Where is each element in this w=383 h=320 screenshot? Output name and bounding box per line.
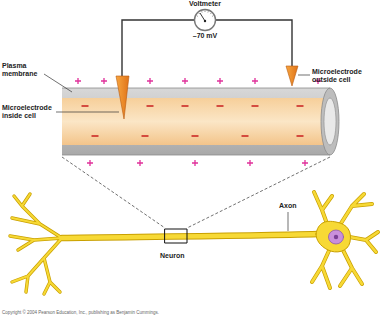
leader-line [288, 212, 289, 231]
negative-charge [142, 135, 149, 137]
negative-charge [192, 135, 199, 137]
voltage-reading: –70 mV [193, 32, 218, 40]
negative-charge [297, 135, 304, 137]
microelectrode [286, 66, 298, 86]
negative-charge [92, 135, 99, 137]
voltmeter: Voltmeter –70 mV [189, 0, 221, 41]
leader-line [44, 74, 72, 92]
positive-charge [247, 160, 253, 166]
microelectrode [116, 76, 129, 119]
copyright-note: Copyright © 2004 Pearson Education, Inc.… [2, 310, 159, 315]
negative-charge [82, 105, 89, 107]
positive-charge [182, 78, 188, 84]
negative-charge [297, 105, 304, 107]
positive-charge [87, 160, 93, 166]
positive-charge [217, 78, 223, 84]
positive-charge [192, 160, 198, 166]
gauge-dial [193, 8, 217, 32]
negative-charge [217, 105, 224, 107]
part-label: Axon [279, 202, 297, 210]
charge-symbols [75, 78, 321, 166]
axon-segment [62, 88, 339, 155]
wire [216, 20, 292, 67]
electrode-label: Microelectrode inside cell [2, 104, 56, 120]
positive-charge [147, 78, 153, 84]
zoom-line [62, 157, 165, 228]
positive-charge [75, 78, 81, 84]
negative-charge [182, 105, 189, 107]
membrane-label: Plasma membrane [2, 62, 44, 78]
neuron-figure [10, 192, 378, 294]
negative-charge [147, 105, 154, 107]
figure-label: Neuron [160, 252, 185, 260]
negative-charge [252, 105, 259, 107]
positive-charge [302, 160, 308, 166]
electrode-label: Microelectrode outside cell [312, 68, 372, 84]
leader-line [298, 75, 310, 76]
leader-line [56, 112, 119, 113]
wire [122, 20, 194, 77]
positive-charge [101, 78, 107, 84]
instrument-name: Voltmeter [189, 0, 221, 8]
positive-charge [137, 160, 143, 166]
zoom-line [187, 157, 330, 228]
positive-charge [252, 78, 258, 84]
negative-charge [242, 135, 249, 137]
